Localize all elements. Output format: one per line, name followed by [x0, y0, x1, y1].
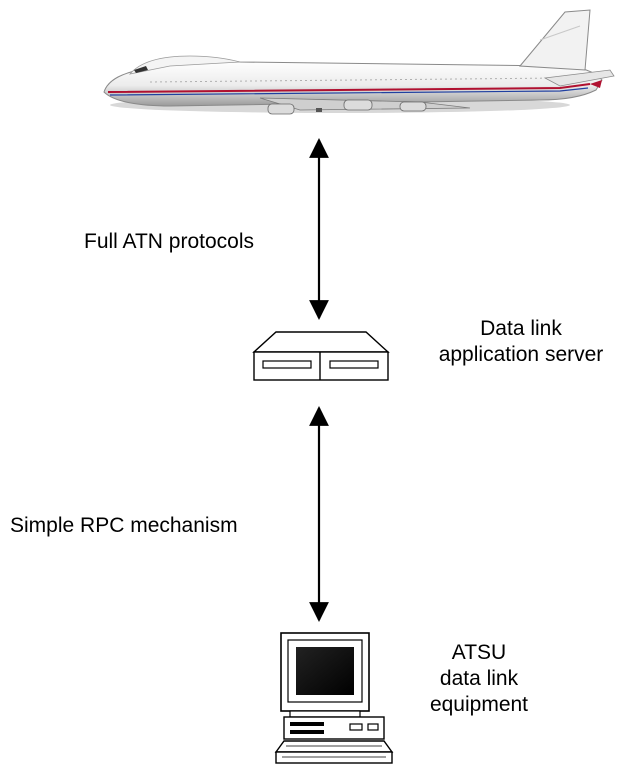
server-icon [252, 331, 390, 381]
computer-terminal-icon [274, 632, 394, 764]
atsu-label-line-2: data link [439, 667, 519, 690]
server-label-line-1: Data link [480, 317, 562, 340]
link-label-full-atn-protocols: Full ATN protocols [84, 230, 254, 253]
link-label-simple-rpc-mechanism: Simple RPC mechanism [10, 514, 238, 537]
aircraft-icon [103, 9, 615, 115]
server-label: Data link application server [416, 316, 626, 368]
atsu-label: ATSU data link equipment [404, 640, 554, 718]
atsu-label-line-1: ATSU [451, 641, 507, 664]
atsu-label-line-3: equipment [429, 693, 529, 716]
server-label-line-2: application server [438, 343, 604, 366]
